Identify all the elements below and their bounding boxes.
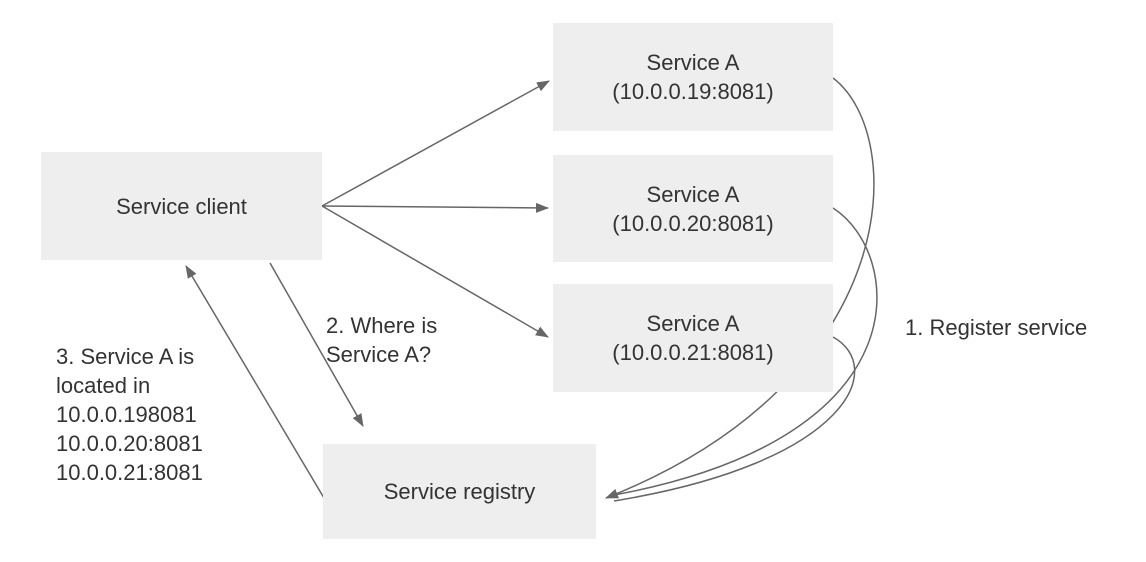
arrow-client-to-service-a-3 (321, 205, 549, 338)
label-where-is-service-a: 2. Where is Service A? (326, 313, 438, 367)
node-service-a-3-address: (10.0.0.21:8081) (612, 340, 774, 365)
arrow-service-a-3-register (613, 336, 856, 502)
node-service-a-3: Service A (10.0.0.21:8081) (553, 284, 833, 392)
node-service-a-1-name: Service A (646, 50, 740, 75)
node-service-a-1: Service A (10.0.0.19:8081) (553, 23, 833, 131)
node-service-client: Service client (41, 152, 322, 260)
node-service-client-label: Service client (116, 193, 247, 219)
arrow-service-a-1-register (605, 77, 875, 499)
arrow-client-to-service-a-1 (321, 80, 550, 207)
arrow-registry-to-client-response (185, 265, 325, 499)
node-service-a-2-address: (10.0.0.20:8081) (612, 210, 774, 236)
arrow-client-to-registry-query (269, 262, 364, 427)
node-service-registry: Service registry (323, 444, 596, 539)
arrow-service-a-2-register (613, 207, 878, 496)
node-service-a-2-name: Service A (646, 181, 740, 207)
label-register-service: 1. Register service (905, 315, 1088, 340)
arrow-client-to-service-a-2 (321, 202, 549, 213)
node-service-registry-label: Service registry (383, 479, 536, 504)
node-service-a-2: Service A (10.0.0.20:8081) (553, 155, 833, 262)
node-service-a-1-address: (10.0.0.19:8081) (612, 79, 774, 104)
node-service-a-3-name: Service A (646, 311, 740, 336)
label-service-a-located-in: 3. Service A is located in 10.0.0.198081… (56, 344, 203, 485)
